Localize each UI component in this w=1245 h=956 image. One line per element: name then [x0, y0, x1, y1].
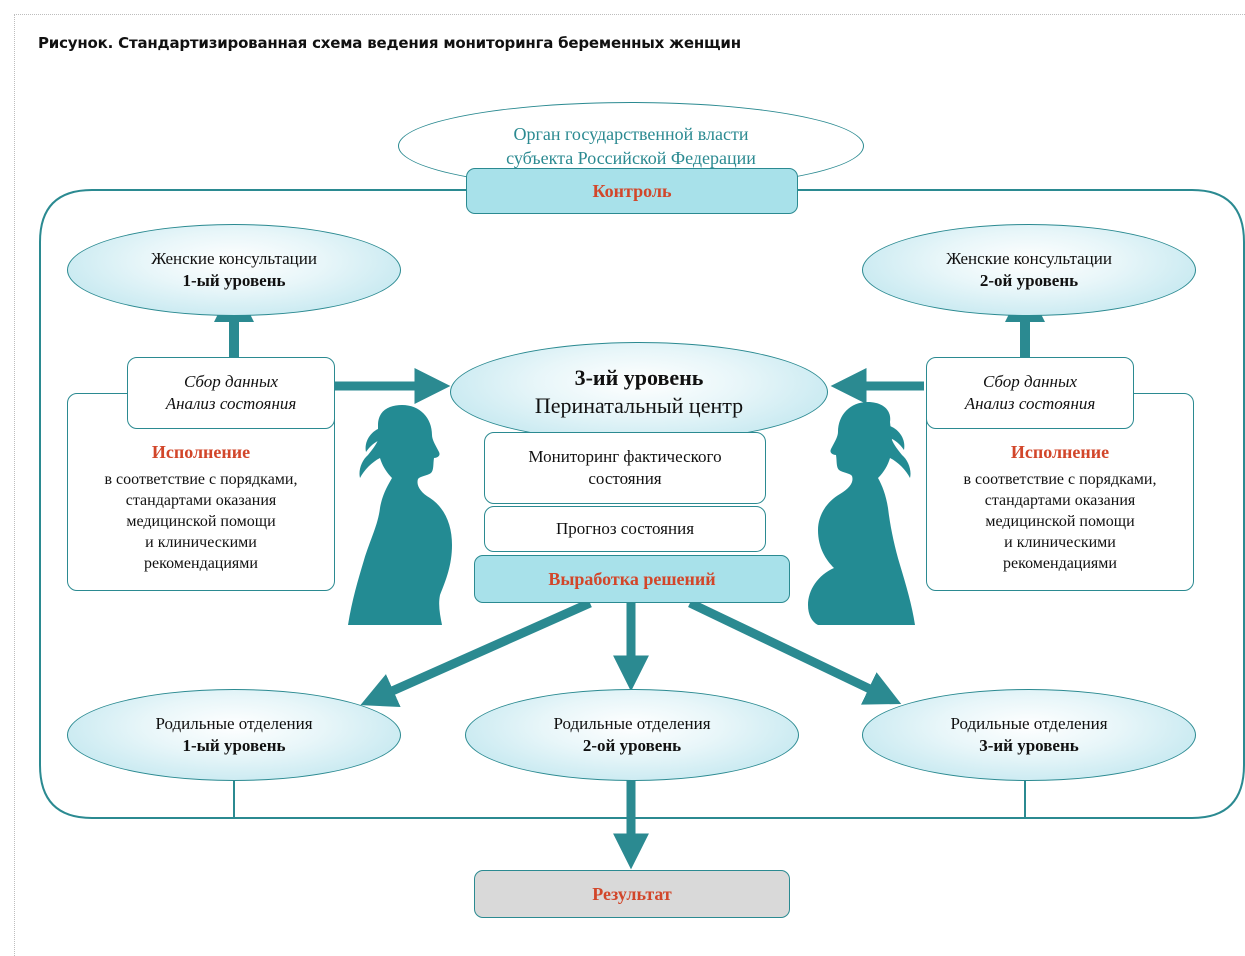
authority-line1: Орган государственной власти [513, 124, 749, 144]
collect-right-line1: Сбор данных [982, 372, 1078, 391]
consult-right-line1: Женские консультации [946, 249, 1112, 268]
monitoring-line2: состояния [588, 469, 662, 488]
execution-right-text: Исполнение в соответствие с порядками, с… [929, 440, 1191, 574]
monitoring-line1: Мониторинг фактического [528, 447, 722, 466]
maternity-1-line2: 1-ый уровень [182, 736, 286, 755]
collect-left-line2: Анализ состояния [165, 394, 297, 413]
forecast-label: Прогноз состояния [555, 519, 695, 538]
execution-right-line-1: в соответствие с порядками, [963, 471, 1157, 488]
woman-silhouette-icon [348, 405, 452, 625]
consultation-level-2-ellipse: Женские консультации 2-ой уровень [862, 224, 1196, 316]
collect-data-box-left: Сбор данных Анализ состояния [127, 357, 335, 429]
authority-line2: субъекта Российской Федерации [506, 148, 756, 168]
perinatal-center-ellipse: 3-ий уровень Перинатальный центр [450, 342, 828, 442]
consultation-level-1-ellipse: Женские консультации 1-ый уровень [67, 224, 401, 316]
arrow-decision-to-maternity-3 [688, 598, 902, 705]
execution-right-heading: Исполнение [1010, 442, 1110, 462]
decisions-box: Выработка решений [474, 555, 790, 603]
execution-left-text: Исполнение в соответствие с порядками, с… [70, 440, 332, 574]
execution-left-line-1: в соответствие с порядками, [104, 471, 298, 488]
execution-left-line-5: рекомендациями [144, 555, 258, 572]
frame-top-border [14, 14, 1245, 15]
maternity-1-line1: Родильные отделения [155, 714, 313, 733]
maternity-level-2-ellipse: Родильные отделения 2-ой уровень [465, 689, 799, 781]
maternity-2-line2: 2-ой уровень [582, 736, 682, 755]
execution-left-heading: Исполнение [151, 442, 251, 462]
maternity-level-3-ellipse: Родильные отделения 3-ий уровень [862, 689, 1196, 781]
figure-title: Рисунок. Стандартизированная схема веден… [38, 34, 741, 52]
center-line2: Перинатальный центр [534, 393, 744, 418]
result-label: Результат [592, 884, 672, 904]
execution-right-line-3: медицинской помощи [985, 513, 1135, 530]
control-label: Контроль [592, 181, 672, 201]
control-box: Контроль [466, 168, 798, 214]
execution-right-line-2: стандартами оказания [984, 492, 1136, 509]
execution-right-line-4: и клиническими [1004, 534, 1116, 551]
forecast-box: Прогноз состояния [484, 506, 766, 552]
maternity-3-line1: Родильные отделения [950, 714, 1108, 733]
maternity-3-line2: 3-ий уровень [979, 736, 1079, 755]
execution-left-line-2: стандартами оказания [125, 492, 277, 509]
collect-right-line2: Анализ состояния [964, 394, 1096, 413]
decisions-label: Выработка решений [548, 569, 716, 589]
frame-left-border [14, 14, 15, 956]
collect-left-line1: Сбор данных [183, 372, 279, 391]
center-line1: 3-ий уровень [574, 365, 704, 390]
monitoring-box: Мониторинг фактического состояния [484, 432, 766, 504]
result-box: Результат [474, 870, 790, 918]
collect-data-box-right: Сбор данных Анализ состояния [926, 357, 1134, 429]
pregnant-woman-silhouette-icon [808, 402, 915, 625]
maternity-2-line1: Родильные отделения [553, 714, 711, 733]
execution-left-line-3: медицинской помощи [126, 513, 276, 530]
maternity-level-1-ellipse: Родильные отделения 1-ый уровень [67, 689, 401, 781]
execution-right-line-5: рекомендациями [1003, 555, 1117, 572]
system-frame [39, 189, 1245, 819]
execution-left-line-4: и клиническими [145, 534, 257, 551]
consult-right-line2: 2-ой уровень [979, 271, 1079, 290]
consult-left-line1: Женские консультации [151, 249, 317, 268]
consult-left-line2: 1-ый уровень [182, 271, 286, 290]
arrow-decision-to-maternity-1 [360, 598, 592, 707]
